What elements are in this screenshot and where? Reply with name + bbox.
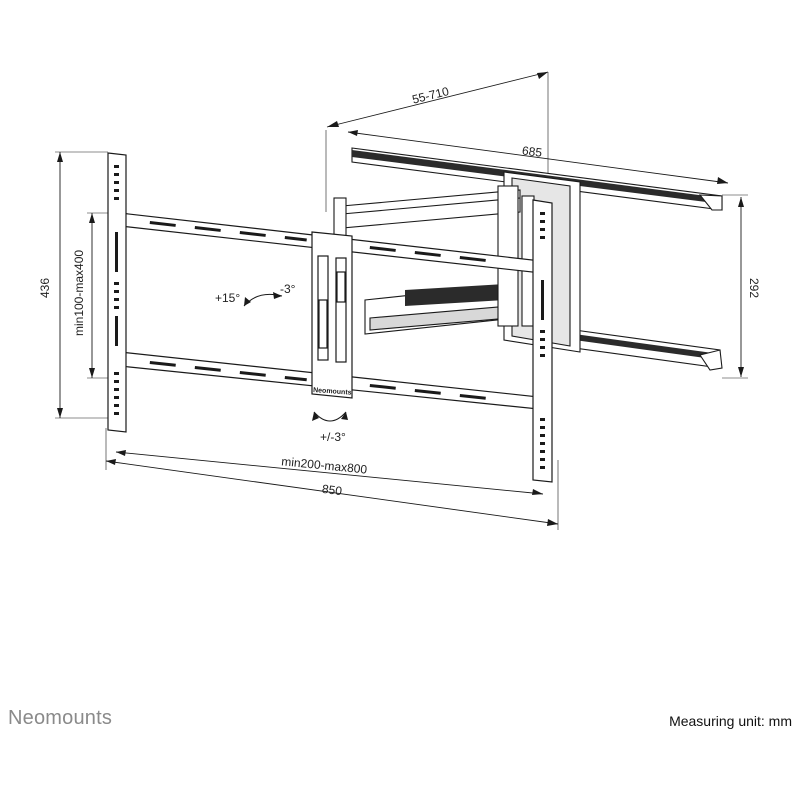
dim-vesa-vertical-label: min100-max400 bbox=[72, 250, 86, 336]
angle-tilt-down-label: -3° bbox=[280, 282, 296, 296]
rotation-arrows bbox=[243, 292, 348, 422]
swing-arms bbox=[333, 185, 535, 335]
dimension-lines bbox=[55, 71, 748, 530]
angle-roll-label: +/-3° bbox=[320, 430, 346, 444]
dim-wall-plate-height-label: 292 bbox=[747, 278, 761, 298]
dim-width-total-label: 850 bbox=[321, 482, 343, 499]
measuring-unit-note: Measuring unit: mm bbox=[669, 713, 792, 729]
dim-arm-width-label: 685 bbox=[521, 143, 543, 159]
plate-logo-text: Neomounts bbox=[313, 387, 352, 397]
dim-height-total-label: 436 bbox=[38, 278, 52, 298]
rail-slots bbox=[149, 221, 486, 400]
angle-tilt-up-label: +15° bbox=[215, 291, 240, 305]
strip-holes bbox=[114, 165, 545, 469]
dim-extension-label: 55-710 bbox=[411, 84, 451, 107]
dim-vesa-horizontal-label: min200-max800 bbox=[281, 454, 368, 476]
brand-logo: Neomounts bbox=[8, 707, 113, 729]
